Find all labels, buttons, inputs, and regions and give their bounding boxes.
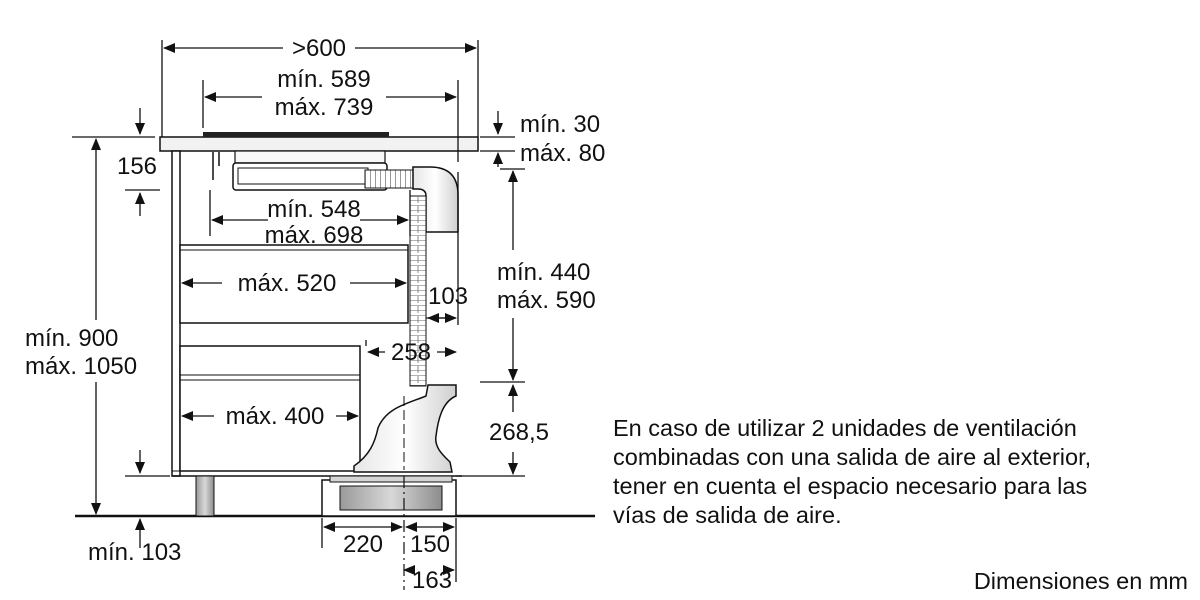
- installation-note: En caso de utilizar 2 unidades de ventil…: [613, 415, 1091, 528]
- dim-width-max-739: máx. 739: [275, 94, 374, 121]
- plinth-leg: [195, 475, 215, 517]
- note-line-2: combinadas con una salida de aire al ext…: [613, 444, 1091, 470]
- dim-depth-103: 103: [428, 283, 468, 310]
- units-label: Dimensiones en mm: [974, 568, 1188, 594]
- hob-glass: [203, 132, 389, 137]
- note-line-4: vías de salida de aire.: [613, 502, 842, 528]
- dim-depth-258: 258: [391, 339, 431, 366]
- dim-drawer-top-max: máx. 520: [238, 270, 337, 297]
- cabinet-drawing: [75, 132, 595, 590]
- dim-width-min-589: mín. 589: [277, 66, 370, 93]
- dim-vert-min-440: mín. 440: [497, 259, 590, 286]
- dim-drawer-bottom-max: máx. 400: [226, 403, 325, 430]
- dimension-lines: [72, 40, 525, 582]
- dim-plinth-163: 163: [412, 567, 452, 594]
- dim-height-268-5: 268,5: [489, 419, 549, 446]
- dim-top-min-30: mín. 30: [520, 111, 600, 138]
- dim-width-max-698: máx. 698: [265, 222, 364, 249]
- dim-height-min-900: mín. 900: [25, 325, 118, 352]
- note-line-3: tener en cuenta el espacio necesario par…: [613, 473, 1087, 499]
- dim-width-total: >600: [292, 35, 346, 62]
- dim-width-min-548: mín. 548: [267, 196, 360, 223]
- cabinet-side: [171, 150, 181, 477]
- note-line-1: En caso de utilizar 2 unidades de ventil…: [613, 415, 1077, 441]
- dim-plinth-150: 150: [410, 531, 450, 558]
- lower-drawer: [179, 345, 361, 472]
- dim-plinth-220: 220: [343, 531, 383, 558]
- hob-body: [234, 150, 386, 164]
- dim-height-156: 156: [117, 153, 157, 180]
- dim-top-max-80: máx. 80: [520, 140, 605, 167]
- dim-vert-max-590: máx. 590: [497, 287, 596, 314]
- upper-drawer: [179, 244, 409, 324]
- worktop: [159, 136, 479, 152]
- dim-plinth-min-103: mín. 103: [88, 539, 181, 566]
- dim-height-max-1050: máx. 1050: [25, 353, 137, 380]
- dimension-labels: >600 mín. 589 máx. 739 mín. 30 máx. 80 1…: [25, 35, 605, 594]
